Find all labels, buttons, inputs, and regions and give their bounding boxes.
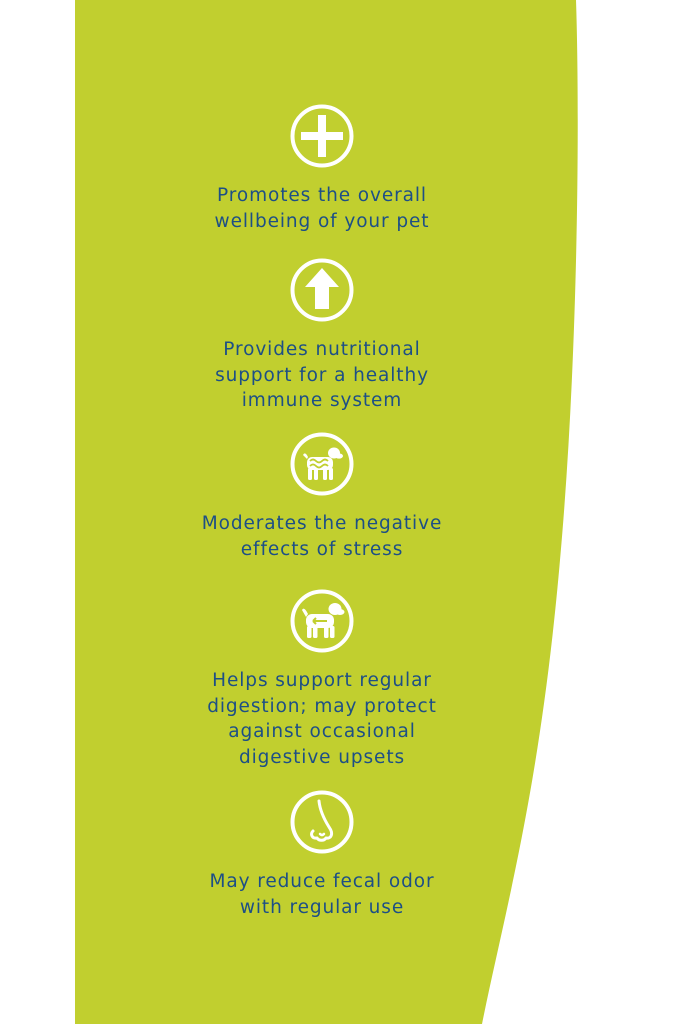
benefit-fecal-odor: May reduce fecal odor with regular use [180, 789, 464, 920]
benefit-text: Helps support regular digestion; may pro… [207, 670, 437, 768]
benefit-text: Provides nutritional support for a healt… [215, 339, 429, 411]
dog-digestion-icon [290, 589, 354, 653]
benefit-text: Moderates the negative effects of stress [201, 513, 443, 560]
calm-dog-icon [290, 432, 354, 496]
benefit-overall-wellbeing: Promotes the overall wellbeing of your p… [180, 103, 464, 234]
benefit-stress: Moderates the negative effects of stress [180, 431, 464, 562]
benefit-immune-support: Provides nutritional support for a healt… [180, 257, 464, 414]
benefit-text: Promotes the overall wellbeing of your p… [214, 185, 430, 232]
up-arrow-icon [290, 258, 354, 322]
plus-icon [290, 104, 354, 168]
benefit-text: May reduce fecal odor with regular use [209, 871, 435, 918]
benefit-digestion: Helps support regular digestion; may pro… [180, 588, 464, 770]
nose-icon [290, 790, 354, 854]
